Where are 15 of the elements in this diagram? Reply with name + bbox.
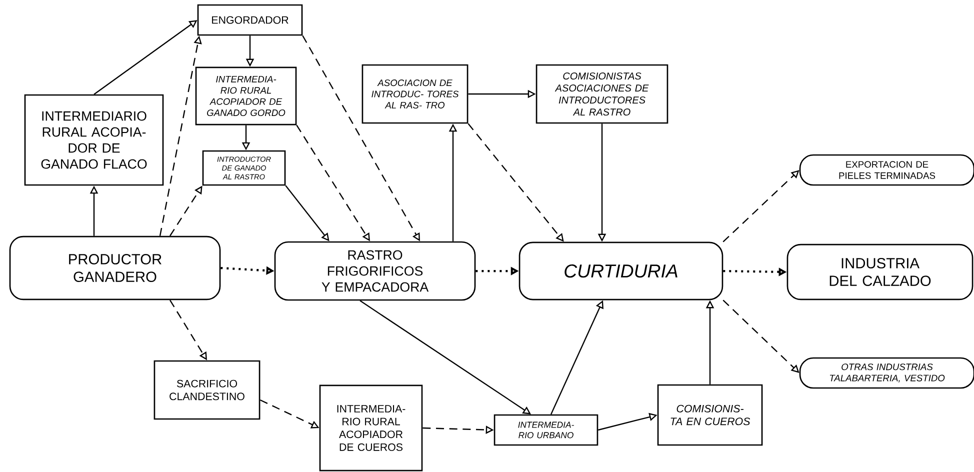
process-box: INTERMEDIA- RIO RURAL ACOPIADOR DE GANADO GORDO	[195, 66, 297, 126]
process-box: INTERMEDIA- RIO URBANO	[494, 414, 598, 446]
rounded-box: INDUSTRIA DEL CALZADO	[786, 244, 974, 300]
rounded-box: PRODUCTOR GANADERO	[9, 236, 221, 300]
rounded-box: OTRAS INDUSTRIAS TALABARTERIA, VESTIDO	[799, 357, 974, 389]
process-box: INTERMEDIARIO RURAL ACOPIA- DOR DE GANADO FLACO	[24, 94, 164, 186]
process-box: ASOCIACION DE INTRODUC- TORES AL RAS- TRO	[362, 64, 468, 124]
process-box: COMISIONISTAS ASOCIACIONES DE INTRODUCTORES AL RASTRO	[536, 64, 668, 124]
rounded-box: EXPORTACION DE PIELES TERMINADAS	[799, 154, 974, 186]
process-box: COMISIONIS- TA EN CUEROS	[657, 384, 763, 446]
rounded-box: RASTRO FRIGORIFICOS Y EMPACADORA	[274, 241, 476, 301]
process-box: INTERMEDIA- RIO RURAL ACOPIADOR DE CUEROS	[319, 384, 423, 472]
rounded-box: CURTIDURIA	[518, 242, 724, 300]
process-box: SACRIFICIO CLANDESTINO	[154, 360, 260, 420]
process-box: ENGORDADOR	[197, 4, 303, 36]
